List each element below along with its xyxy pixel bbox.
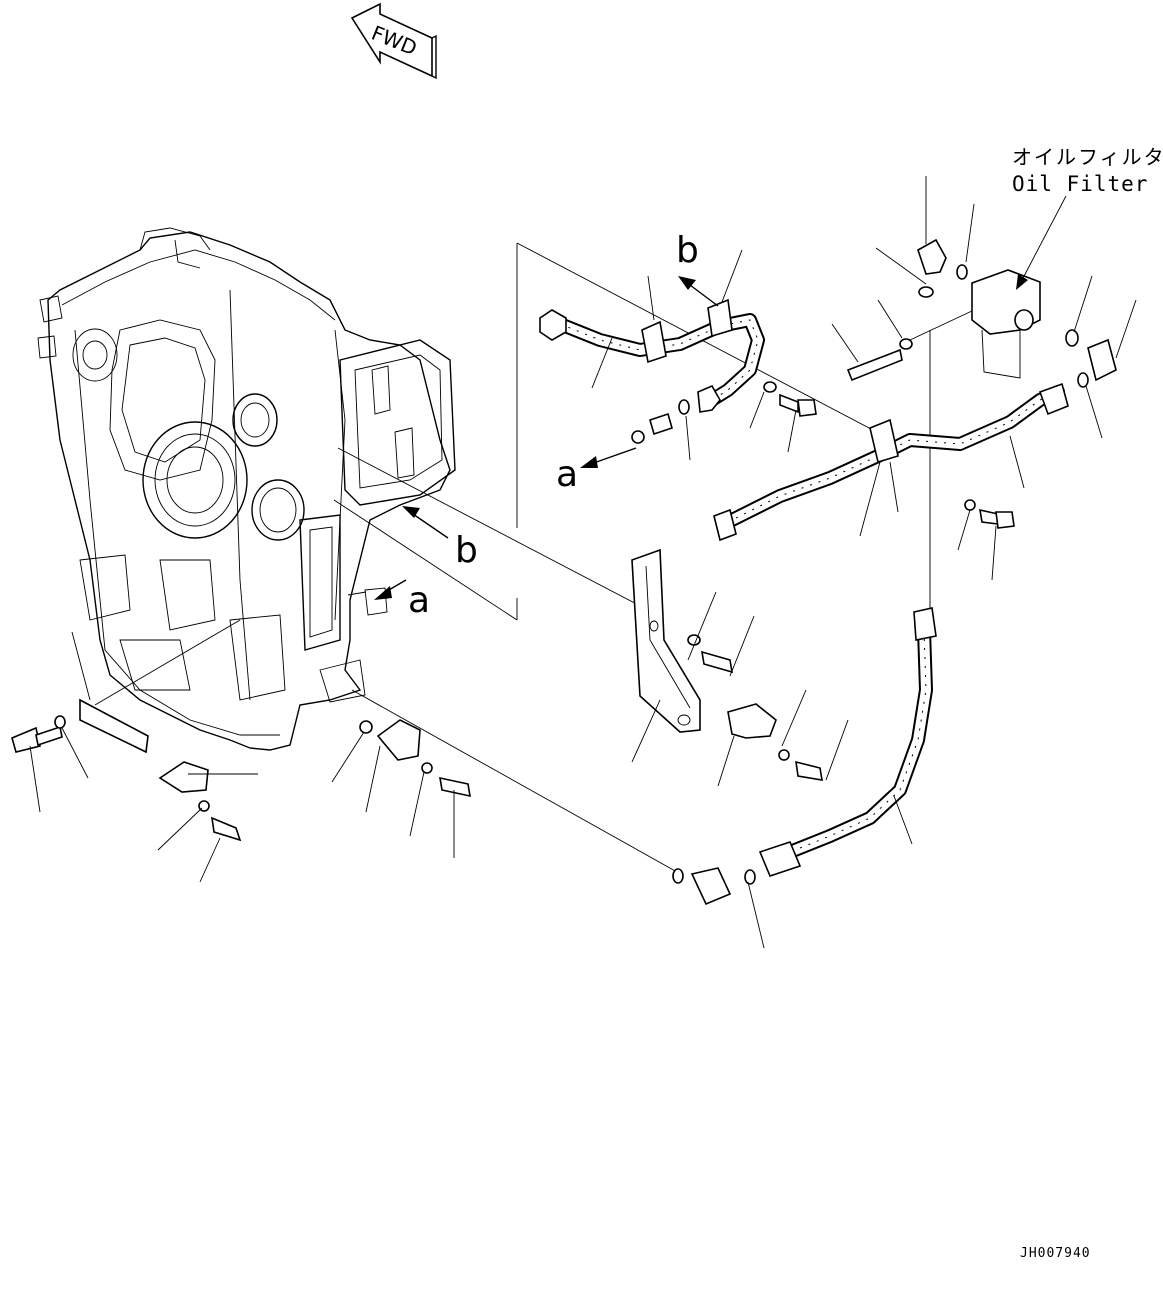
part-callout-leaders xyxy=(29,176,1137,949)
reference-label-b-side: b xyxy=(455,530,478,571)
bolt-set-upper xyxy=(763,381,817,417)
fwd-direction-marker: FWD xyxy=(350,2,437,80)
middle-hose-assembly xyxy=(713,382,1069,542)
oil-filter-assembly xyxy=(846,238,1117,388)
lower-left-hardware xyxy=(11,698,471,842)
leader-lines xyxy=(94,242,975,873)
oil-filter-leader-arrowhead xyxy=(1016,274,1028,290)
reference-label-a-side: a xyxy=(408,580,430,621)
reference-label-a-top: a xyxy=(556,454,578,495)
oil-filter-label-en: Oil Filter xyxy=(1012,172,1148,196)
oil-filter-label-jp: オイルフィルタ xyxy=(1012,145,1163,169)
adapter-fitting-a xyxy=(631,399,690,444)
oil-filter-leader xyxy=(1021,195,1067,281)
lower-hose-assembly xyxy=(672,607,937,906)
mounting-bracket xyxy=(631,548,823,781)
upper-hose-assembly xyxy=(539,298,765,413)
reference-arrows xyxy=(374,276,719,600)
drawing-code: JH007940 xyxy=(1020,1246,1091,1261)
reference-label-b-top: b xyxy=(676,230,699,271)
transmission-housing xyxy=(37,227,456,751)
